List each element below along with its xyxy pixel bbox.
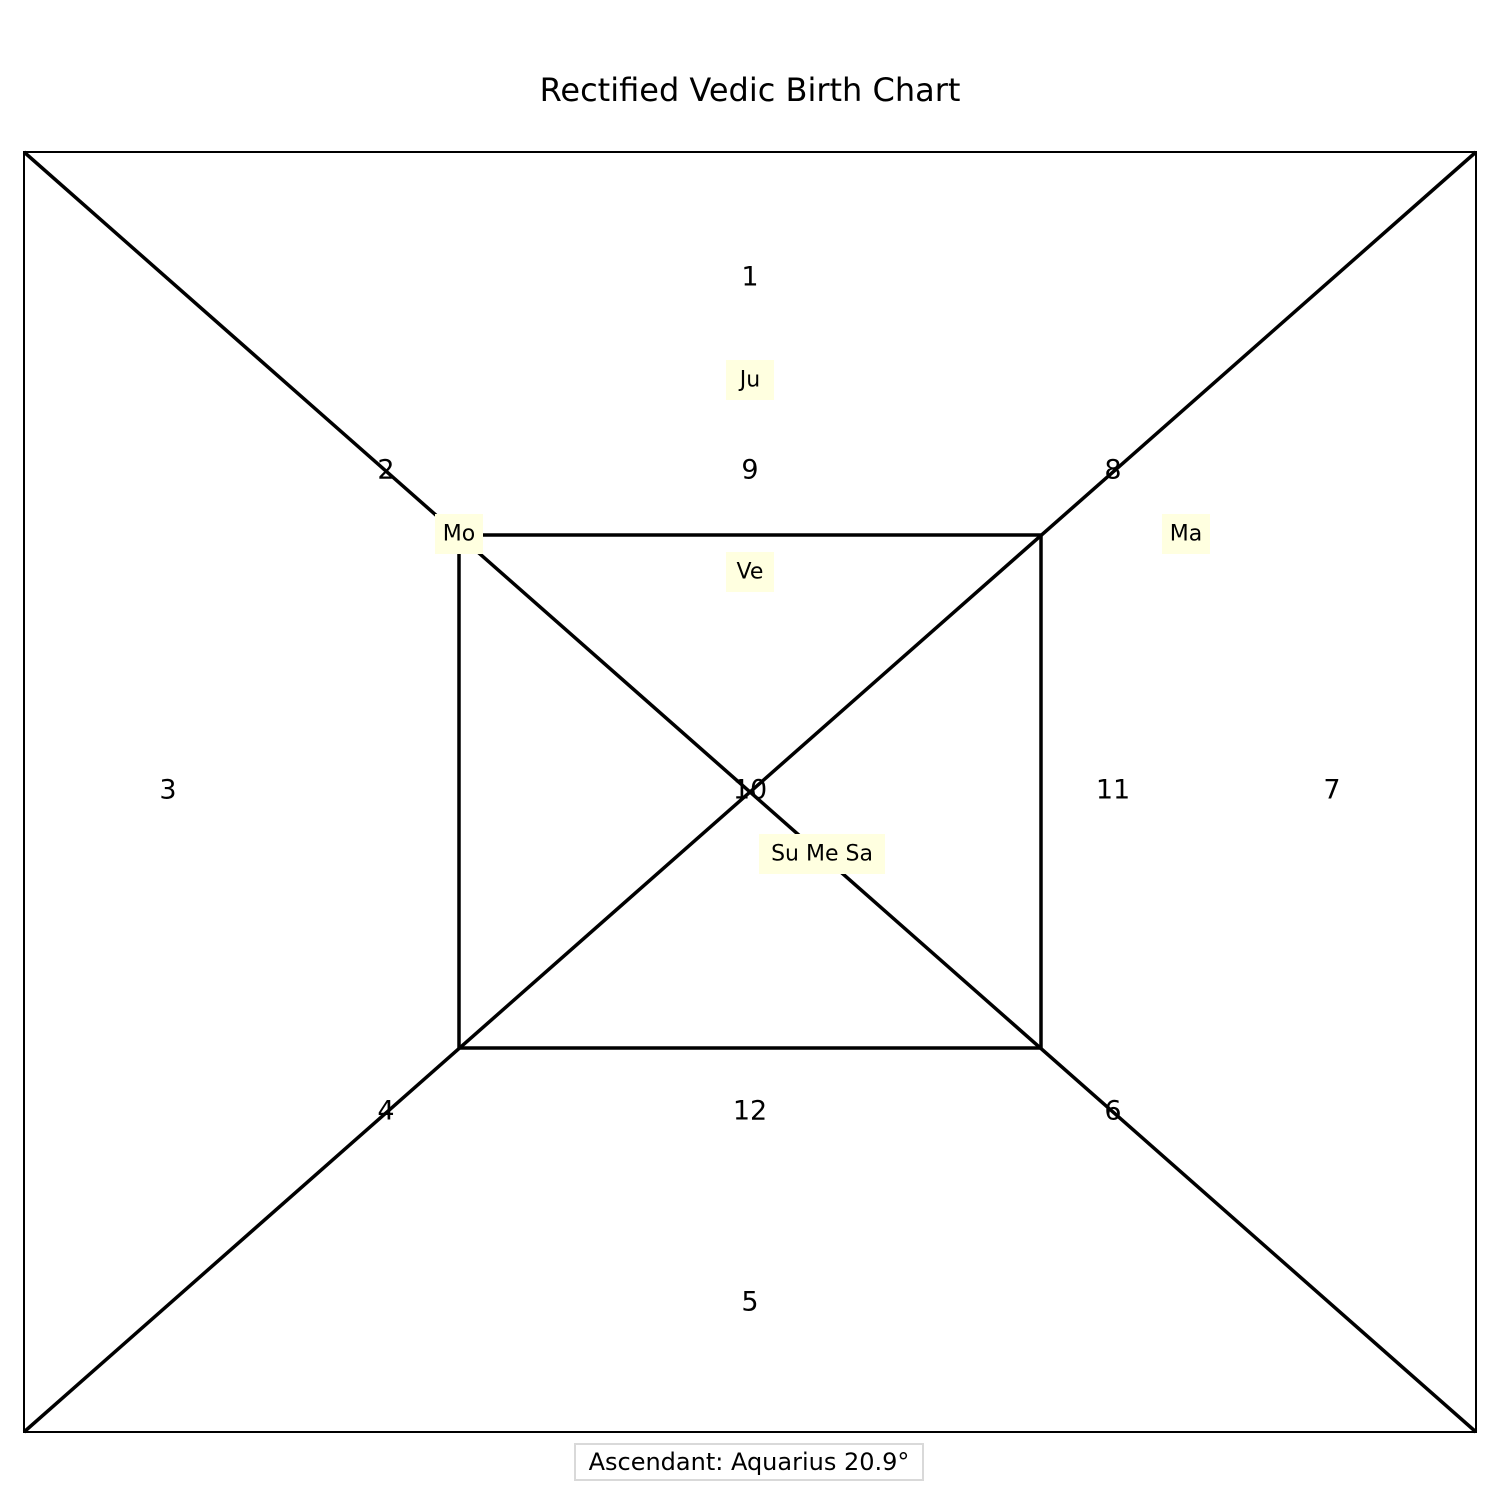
planet-label: Ju — [726, 360, 774, 400]
planet-label-box — [759, 834, 885, 874]
planet-label-box — [1162, 514, 1210, 554]
house-number-9: 9 — [741, 455, 758, 486]
planet-label: Ma — [1162, 514, 1210, 554]
house-number-2: 2 — [377, 455, 394, 486]
planet-label: Ve — [726, 552, 774, 592]
planet-label-box — [726, 360, 774, 400]
planet-label-text: Mo — [443, 522, 475, 547]
house-number-1: 1 — [741, 262, 758, 293]
diagonal-line — [22, 150, 1478, 1434]
house-number-3: 3 — [159, 775, 176, 806]
chart-title: Rectified Vedic Birth Chart — [539, 71, 961, 109]
planet-label-box — [726, 552, 774, 592]
planet-label-box — [435, 514, 483, 554]
house-number-6: 6 — [1104, 1096, 1121, 1127]
planet-label-text: Ma — [1170, 522, 1202, 547]
planet-label: Mo — [435, 514, 483, 554]
ascendant-note: Ascendant: Aquarius 20.9° — [574, 1443, 924, 1481]
planet-label-text: Ve — [737, 560, 764, 585]
house-number-5: 5 — [741, 1287, 758, 1318]
planet-label-text: Ju — [738, 368, 760, 393]
outer-frame — [23, 151, 1477, 1433]
house-number-12: 12 — [733, 1096, 767, 1127]
house-number-7: 7 — [1323, 775, 1340, 806]
house-number-10: 10 — [733, 775, 767, 806]
inner-square — [457, 533, 1043, 1050]
house-number-11: 11 — [1096, 775, 1130, 806]
planet-label-text: Su Me Sa — [771, 842, 873, 867]
house-number-4: 4 — [377, 1096, 394, 1127]
house-number-8: 8 — [1104, 455, 1121, 486]
planet-label: Su Me Sa — [759, 834, 885, 874]
